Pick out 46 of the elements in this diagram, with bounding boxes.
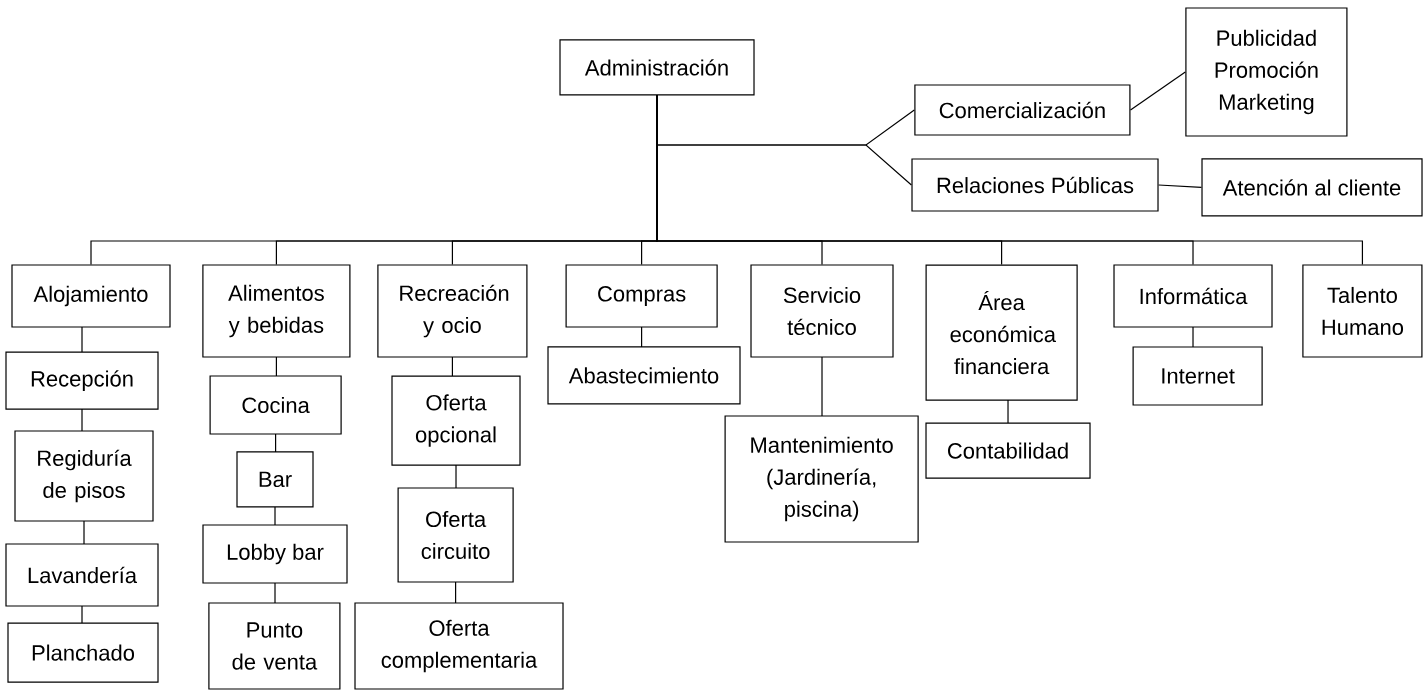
org-box: Talento Humano (1302, 264, 1423, 358)
org-box: Administración (559, 39, 755, 96)
org-box: Abastecimiento (547, 346, 741, 405)
org-box: Contabilidad (925, 422, 1091, 479)
org-box: Informática (1113, 264, 1273, 328)
connector-line (1192, 326, 1194, 348)
connector-line (451, 356, 453, 377)
org-box: Planchado (7, 622, 159, 683)
connector-line (1007, 399, 1009, 424)
connector-line (81, 326, 83, 353)
org-box: Atención al cliente (1201, 158, 1423, 217)
org-box: Oferta circuito (397, 487, 514, 583)
connector-line (1158, 184, 1202, 188)
connector-line (641, 326, 643, 348)
org-box: Área económica financiera (925, 264, 1078, 401)
connector-line (455, 464, 457, 489)
connector-line (275, 356, 277, 377)
org-box: Regiduría de pisos (14, 430, 154, 522)
connector-line (83, 520, 85, 545)
org-box: Recreación y ocio (377, 264, 528, 358)
org-box: Punto de venta (208, 602, 341, 690)
org-box: Lavandería (5, 543, 159, 607)
org-box: Relaciones Públicas (911, 158, 1159, 212)
org-box: Alojamiento (11, 264, 171, 328)
org-box: Publicidad Promoción Marketing (1185, 7, 1348, 137)
org-box: Oferta opcional (391, 375, 521, 466)
org-box: Lobby bar (202, 524, 348, 584)
org-box: Alimentos y bebidas (202, 264, 351, 358)
connector-line (1129, 71, 1186, 111)
org-box: Compras (565, 264, 718, 328)
connector-line (81, 605, 83, 624)
org-box: Internet (1132, 346, 1263, 406)
connector-line (821, 356, 823, 417)
connector-line (81, 408, 83, 432)
org-box: Servicio técnico (750, 264, 894, 358)
org-box: Cocina (209, 375, 342, 435)
org-box: Comercialización (914, 84, 1131, 136)
connector-line (274, 582, 276, 604)
connector-line (275, 433, 277, 453)
org-box: Mantenimiento (Jardinería, piscina) (724, 415, 919, 543)
org-box: Recepción (5, 351, 159, 410)
connector-line (274, 506, 276, 526)
org-box: Oferta complementaria (354, 602, 564, 690)
org-box: Bar (236, 451, 314, 508)
connector-line (656, 94, 1363, 265)
connector-line (455, 581, 457, 604)
